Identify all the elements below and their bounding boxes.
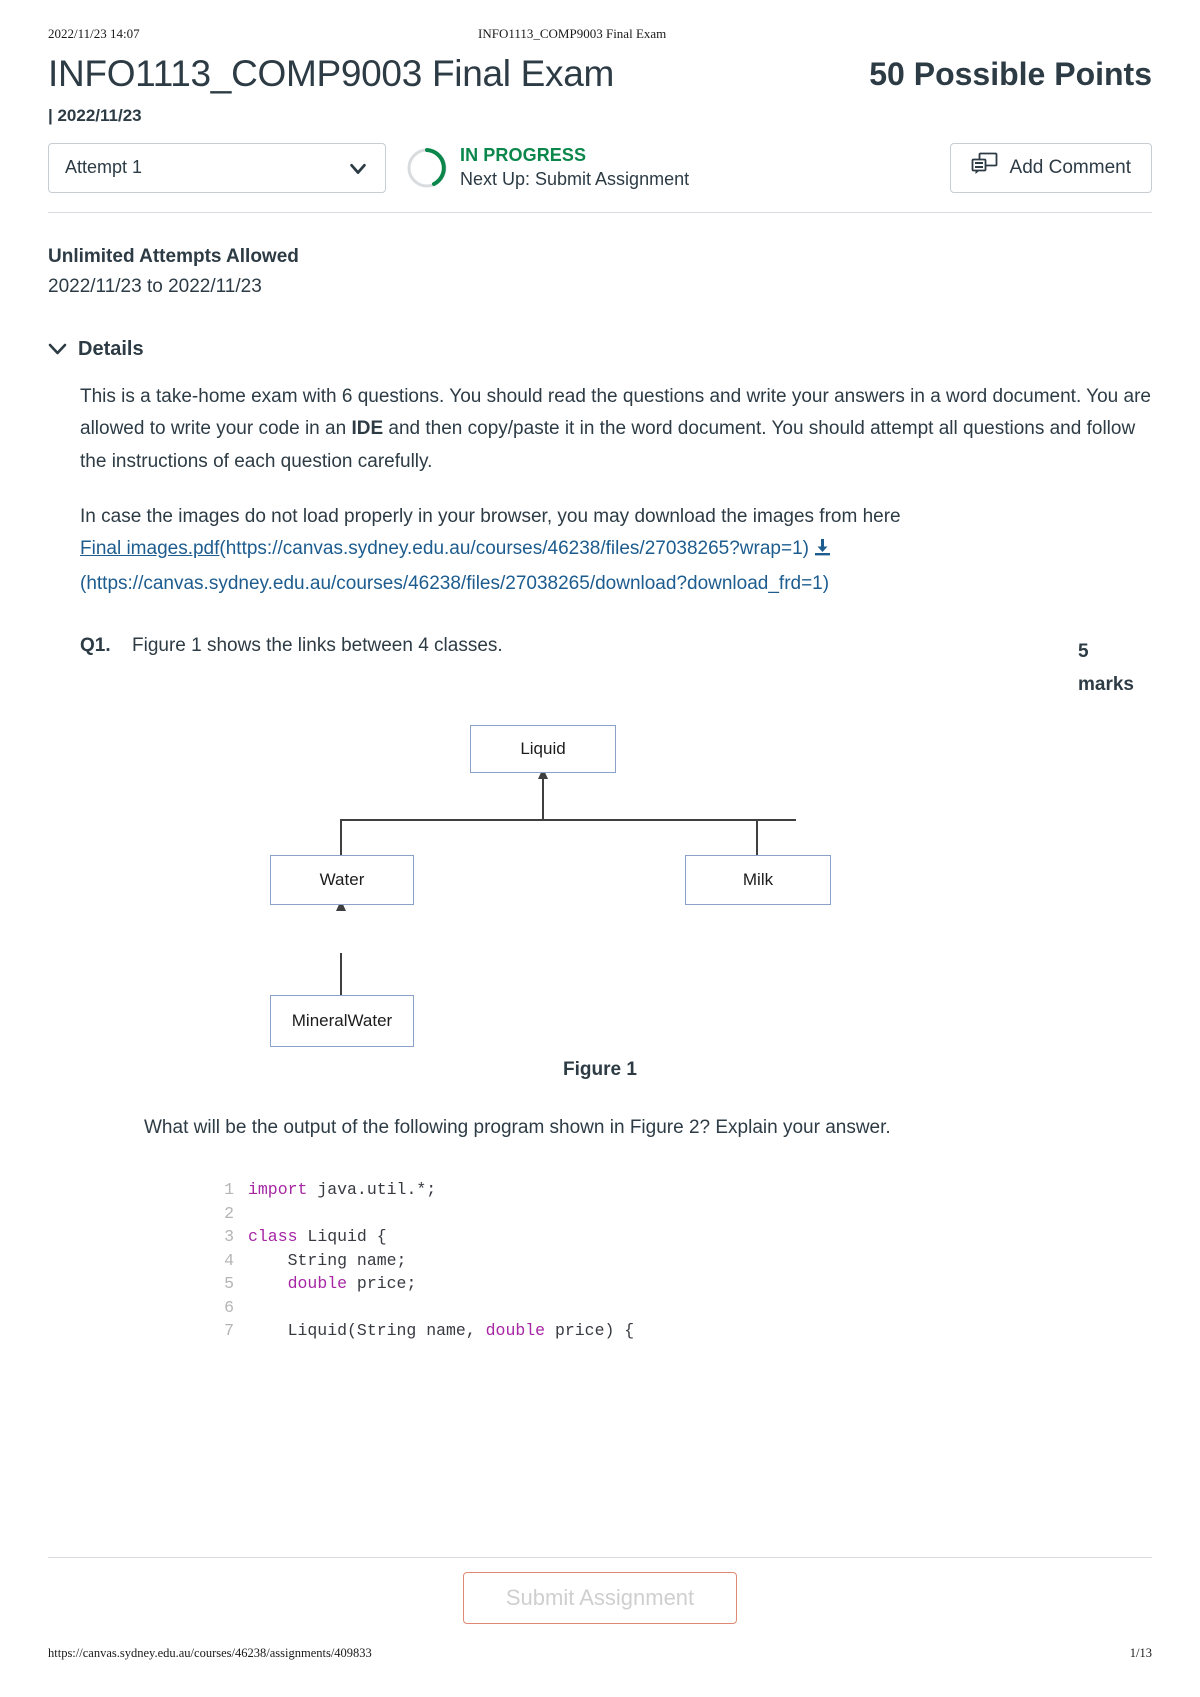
code-line-number: 4: [224, 1250, 234, 1270]
print-footer-page: 1/13: [1129, 1646, 1152, 1660]
question-row: Q1. Figure 1 shows the links between 4 c…: [80, 635, 1152, 702]
code-token: import: [248, 1180, 308, 1200]
due-date-line: | 2022/11/23: [48, 105, 142, 125]
code-token: double: [287, 1274, 348, 1294]
question-marks-value: 5: [1078, 640, 1089, 662]
code-token: Liquid(String name,: [248, 1321, 486, 1341]
details-p2-intro: In case the images do not load properly …: [80, 505, 901, 527]
status-badge: IN PROGRESS: [460, 145, 587, 166]
uml-figure: Liquid Water Milk MineralWater: [48, 723, 1152, 1053]
title-row: INFO1113_COMP9003 Final Exam 50 Possible…: [48, 53, 1152, 95]
code-line-number: 3: [224, 1227, 234, 1247]
code-line: 2: [208, 1202, 1152, 1226]
page-title: INFO1113_COMP9003 Final Exam: [48, 53, 615, 94]
code-token: java.util.*;: [307, 1180, 437, 1200]
uml-box-label: Liquid: [520, 739, 566, 759]
code-token: Liquid {: [297, 1227, 387, 1247]
submit-assignment-button[interactable]: Submit Assignment: [462, 1572, 738, 1624]
code-line: 3 class Liquid {: [208, 1225, 1152, 1249]
details-p1-part-a: This is a take-home exam with 6 question…: [80, 385, 1151, 440]
possible-points: 50 Possible Points: [869, 55, 1152, 92]
progress-spinner-icon: [404, 145, 450, 191]
code-token: class: [248, 1227, 298, 1247]
uml-box-label: Milk: [742, 870, 774, 890]
toolbar-divider: [48, 211, 1152, 213]
details-p1-part-b: and then copy/paste it in the word docum…: [80, 418, 1136, 473]
download-url: (https://canvas.sydney.edu.au/courses/46…: [80, 573, 830, 595]
submit-bar: Submit Assignment: [48, 1557, 1152, 1624]
comment-icon: [971, 152, 998, 183]
question-prompt: What will be the output of the following…: [144, 1117, 891, 1139]
details-toggle[interactable]: Details: [48, 338, 1152, 361]
add-comment-label: Add Comment: [1009, 156, 1131, 178]
uml-box-liquid: Liquid: [470, 725, 616, 774]
print-footer-url: https://canvas.sydney.edu.au/courses/462…: [48, 1646, 372, 1660]
attempts-dates: 2022/11/23 to 2022/11/23: [48, 275, 262, 297]
uml-connector-vertical-top: [542, 773, 544, 822]
code-line: 6: [208, 1296, 1152, 1320]
details-paragraph-2: In case the images do not load properly …: [80, 501, 1152, 601]
print-footer: https://canvas.sydney.edu.au/courses/462…: [48, 1646, 1152, 1661]
uml-connector-horizontal: [340, 819, 796, 822]
code-line: 7 Liquid(String name, double price) {: [208, 1319, 1152, 1343]
code-token: double: [485, 1321, 546, 1341]
uml-box-milk: Milk: [685, 855, 831, 906]
question-number: Q1.: [80, 634, 111, 656]
details-paragraph-1: This is a take-home exam with 6 question…: [80, 381, 1152, 479]
uml-arrowhead-water: [334, 899, 348, 917]
code-line-number: 7: [224, 1321, 234, 1341]
add-comment-button[interactable]: Add Comment: [949, 142, 1152, 193]
code-token: [248, 1274, 288, 1293]
code-token: price) {: [545, 1321, 635, 1341]
code-line-number: 6: [224, 1297, 234, 1317]
details-toggle-label: Details: [78, 337, 144, 360]
uml-box-label: MineralWater: [291, 1011, 393, 1031]
question-marks-unit: marks: [1078, 673, 1134, 695]
chevron-down-icon: [347, 157, 369, 179]
details-body: This is a take-home exam with 6 question…: [80, 381, 1152, 601]
code-line-number: 2: [224, 1203, 234, 1223]
attempts-heading: Unlimited Attempts Allowed: [48, 245, 299, 267]
status-next-up: Next Up: Submit Assignment: [460, 168, 690, 189]
uml-arrowhead-liquid: [536, 767, 550, 785]
print-header: 2022/11/23 14:07 INFO1113_COMP9003 Final…: [48, 0, 1152, 46]
code-token: price;: [347, 1274, 417, 1294]
question-text: Figure 1 shows the links between 4 class…: [132, 634, 503, 656]
figure-caption: Figure 1: [563, 1059, 637, 1081]
uml-box-water: Water: [270, 855, 414, 906]
code-line: 4 String name;: [208, 1249, 1152, 1273]
code-line-number: 1: [224, 1180, 234, 1200]
download-icon[interactable]: [814, 535, 831, 568]
uml-box-label: Water: [319, 870, 365, 890]
question-marks: 5 marks: [1078, 635, 1152, 702]
code-line: 1 import java.util.*;: [208, 1178, 1152, 1202]
assignment-toolbar: Attempt 1 IN PROGRESS Next Up: Submit As…: [48, 142, 1152, 194]
code-token: String name;: [248, 1250, 407, 1270]
print-doc-title: INFO1113_COMP9003 Final Exam: [478, 26, 667, 41]
assignment-status: IN PROGRESS Next Up: Submit Assignment: [404, 145, 689, 191]
attempt-select[interactable]: Attempt 1: [48, 142, 386, 193]
code-line: 5 double price;: [208, 1272, 1152, 1296]
final-images-inline-url: (https://canvas.sydney.edu.au/courses/46…: [219, 538, 809, 560]
chevron-down-icon: [48, 338, 67, 361]
final-images-pdf-link[interactable]: Final images.pdf: [80, 538, 220, 560]
print-timestamp: 2022/11/23 14:07: [48, 26, 140, 41]
code-line-number: 5: [224, 1274, 234, 1294]
details-p1-bold: IDE: [351, 418, 384, 440]
attempt-select-value: Attempt 1: [65, 157, 143, 178]
uml-box-mineralwater: MineralWater: [270, 995, 414, 1048]
